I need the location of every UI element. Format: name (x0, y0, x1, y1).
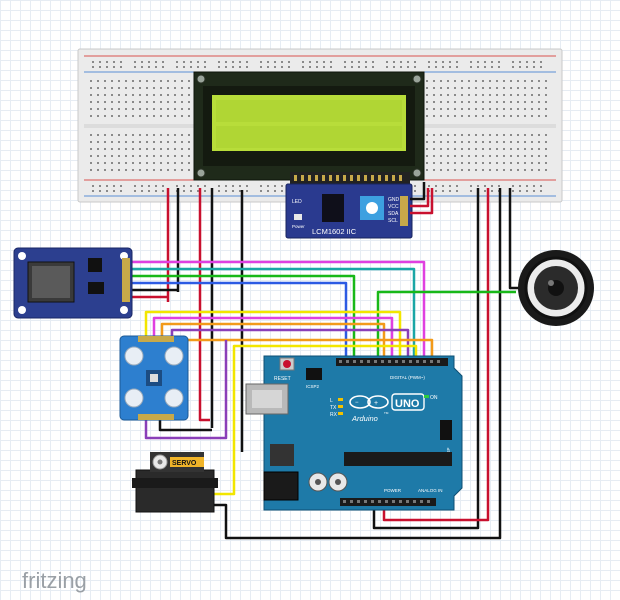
module-model-label: LCM1602 IIC (312, 227, 357, 236)
color-sensor-module (119, 335, 189, 421)
svg-text:−: − (355, 400, 359, 406)
icsp2-label: ICSP2 (306, 384, 320, 389)
wire-red-right (382, 188, 490, 522)
wire-cs-6 (144, 340, 228, 440)
servo-motor: SERVO (132, 452, 218, 513)
power-label: Power (292, 224, 305, 229)
wire-sd-1 (132, 260, 426, 360)
svg-text:+: + (374, 400, 378, 407)
sd-card-module (13, 247, 133, 319)
led-label: LED (292, 199, 302, 205)
wire-speaker (376, 290, 516, 360)
wire-sd-4 (132, 281, 348, 360)
i2c-lcd-module: LED Power LCM1602 IIC GND VCC SDA SCL (285, 172, 413, 239)
trademark-label: TM (384, 411, 389, 415)
pin-sda-label: SDA (388, 211, 399, 217)
arduino-brand: Arduino (351, 414, 378, 423)
pin-gnd-label: GND (388, 197, 400, 203)
arduino-uno: RESET ICSP2 L TX RX − + Arduino TM UNO D… (245, 355, 463, 511)
wire-cs-gnd (158, 420, 212, 432)
wire-sd-2 (132, 267, 416, 360)
tx-label: TX (330, 405, 337, 411)
l-label: L (330, 398, 333, 404)
speaker (518, 250, 594, 326)
pin-scl-label: SCL (388, 218, 398, 224)
wire-cs-1 (144, 310, 402, 360)
wire-black-right (372, 188, 480, 530)
wire-i2c-gnd (410, 182, 426, 201)
power-header-label: POWER (384, 488, 402, 493)
wire-red-mid (198, 188, 210, 422)
rx-label: RX (330, 412, 338, 418)
servo-label: SERVO (172, 460, 197, 467)
reset-label: RESET (274, 376, 291, 382)
wire-black-servo-gnd (214, 188, 502, 540)
wire-cs-3 (160, 322, 386, 360)
wire-sd-3 (132, 274, 356, 360)
analog-header-label: ANALOG IN (418, 488, 443, 493)
pin-vcc-label: VCC (388, 204, 399, 210)
on-label: ON (430, 395, 438, 401)
uno-label: UNO (395, 398, 420, 410)
wire-i2c-sda (410, 188, 434, 215)
wires (132, 182, 526, 540)
wire-servo-signal (214, 344, 418, 496)
fritzing-watermark: fritzing (22, 568, 87, 593)
digital-label: DIGITAL (PWM~) (390, 375, 425, 380)
lcd-display (193, 71, 425, 181)
wire-cs-5 (182, 338, 434, 360)
wire-i2c-vcc (410, 188, 430, 208)
